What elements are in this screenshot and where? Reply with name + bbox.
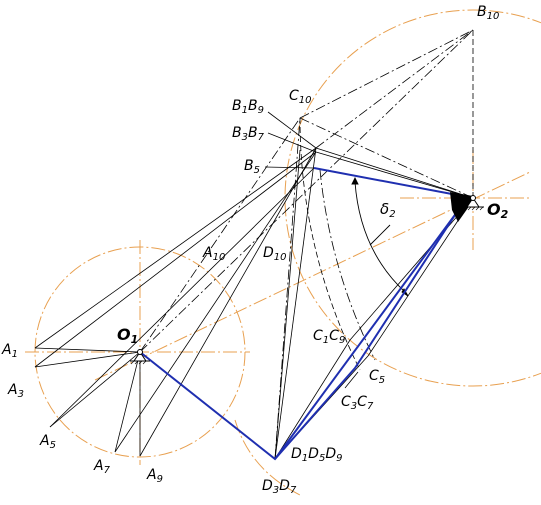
labels: O1 O2 B10 C10 B1B9 B3B7 B5 A10 D10 δ2 A1… <box>1 4 509 496</box>
label-a3: A3 <box>7 382 24 400</box>
line-b3-o2 <box>315 151 474 199</box>
label-o1: O1 <box>117 325 138 346</box>
line-d-c1 <box>274 339 351 460</box>
label-a9: A9 <box>146 467 163 485</box>
line-b1-o2 <box>315 147 474 199</box>
line-c10-b10 <box>299 29 474 119</box>
position-10-lines <box>139 29 474 460</box>
line-b19-lead <box>267 111 317 149</box>
main-linkage <box>139 197 474 461</box>
line-a1-o1 <box>34 347 141 353</box>
line-d-b1 <box>274 147 317 460</box>
line-b5-lead <box>264 166 315 169</box>
line-c1-o2 <box>349 197 474 341</box>
delta2-leader <box>369 224 391 246</box>
label-b5: B5 <box>244 158 260 176</box>
pivot-o1-pin <box>137 349 143 355</box>
label-b10: B10 <box>477 4 499 22</box>
label-c3c7: C3C7 <box>341 394 374 412</box>
angle-arc <box>354 181 406 293</box>
label-a5: A5 <box>39 433 56 451</box>
label-c10: C10 <box>289 88 312 106</box>
construction-lines <box>34 30 474 460</box>
angle-arrow-top <box>351 176 359 185</box>
line-d10-c10 <box>274 117 301 460</box>
orange-circles <box>34 9 541 496</box>
line-d-b3 <box>274 149 301 460</box>
arc-c-path <box>299 117 361 371</box>
pivot-o2-pin <box>470 195 476 201</box>
line-c5-o2 <box>367 197 474 357</box>
line-b37-lead <box>267 132 317 153</box>
line-a3-o1 <box>34 351 141 368</box>
line-o1-d10 <box>139 117 301 353</box>
line-c37-lead <box>344 371 359 389</box>
pivot-o2 <box>450 192 484 222</box>
label-a1: A1 <box>1 342 18 360</box>
line-b10-o2-diag <box>315 29 474 149</box>
line-o1-b10 <box>139 29 474 353</box>
label-delta2: δ2 <box>380 200 396 220</box>
line-a5-o1 <box>49 351 141 428</box>
label-a10: A10 <box>202 245 225 263</box>
line-a5-b5 <box>49 167 315 428</box>
d-c-link <box>274 207 461 460</box>
angle-delta2 <box>351 176 409 297</box>
line-a9-b9 <box>139 147 317 457</box>
label-c1c9: C1C9 <box>313 328 345 346</box>
label-b1b9: B1B9 <box>232 98 264 116</box>
rocker-body <box>450 192 473 222</box>
label-b3b7: B3B7 <box>232 125 265 143</box>
pivot-o1 <box>130 349 150 365</box>
label-d10: D10 <box>263 245 287 263</box>
line-c10-o2 <box>299 117 474 199</box>
linkage <box>139 167 474 461</box>
line-a3-b3 <box>34 151 317 368</box>
label-d1d5d9: D1D5D9 <box>291 446 342 464</box>
arc-dashed-c <box>319 169 376 361</box>
label-o2: O2 <box>487 200 509 221</box>
upper-linkage <box>313 167 474 199</box>
label-a7: A7 <box>93 458 111 476</box>
line-a1-b1 <box>34 147 317 349</box>
label-c5: C5 <box>369 368 385 386</box>
c-arc <box>299 117 361 371</box>
line-a7-o1 <box>114 351 141 453</box>
label-d3d7: D3D7 <box>262 478 297 496</box>
line-a7-b7 <box>114 151 317 453</box>
